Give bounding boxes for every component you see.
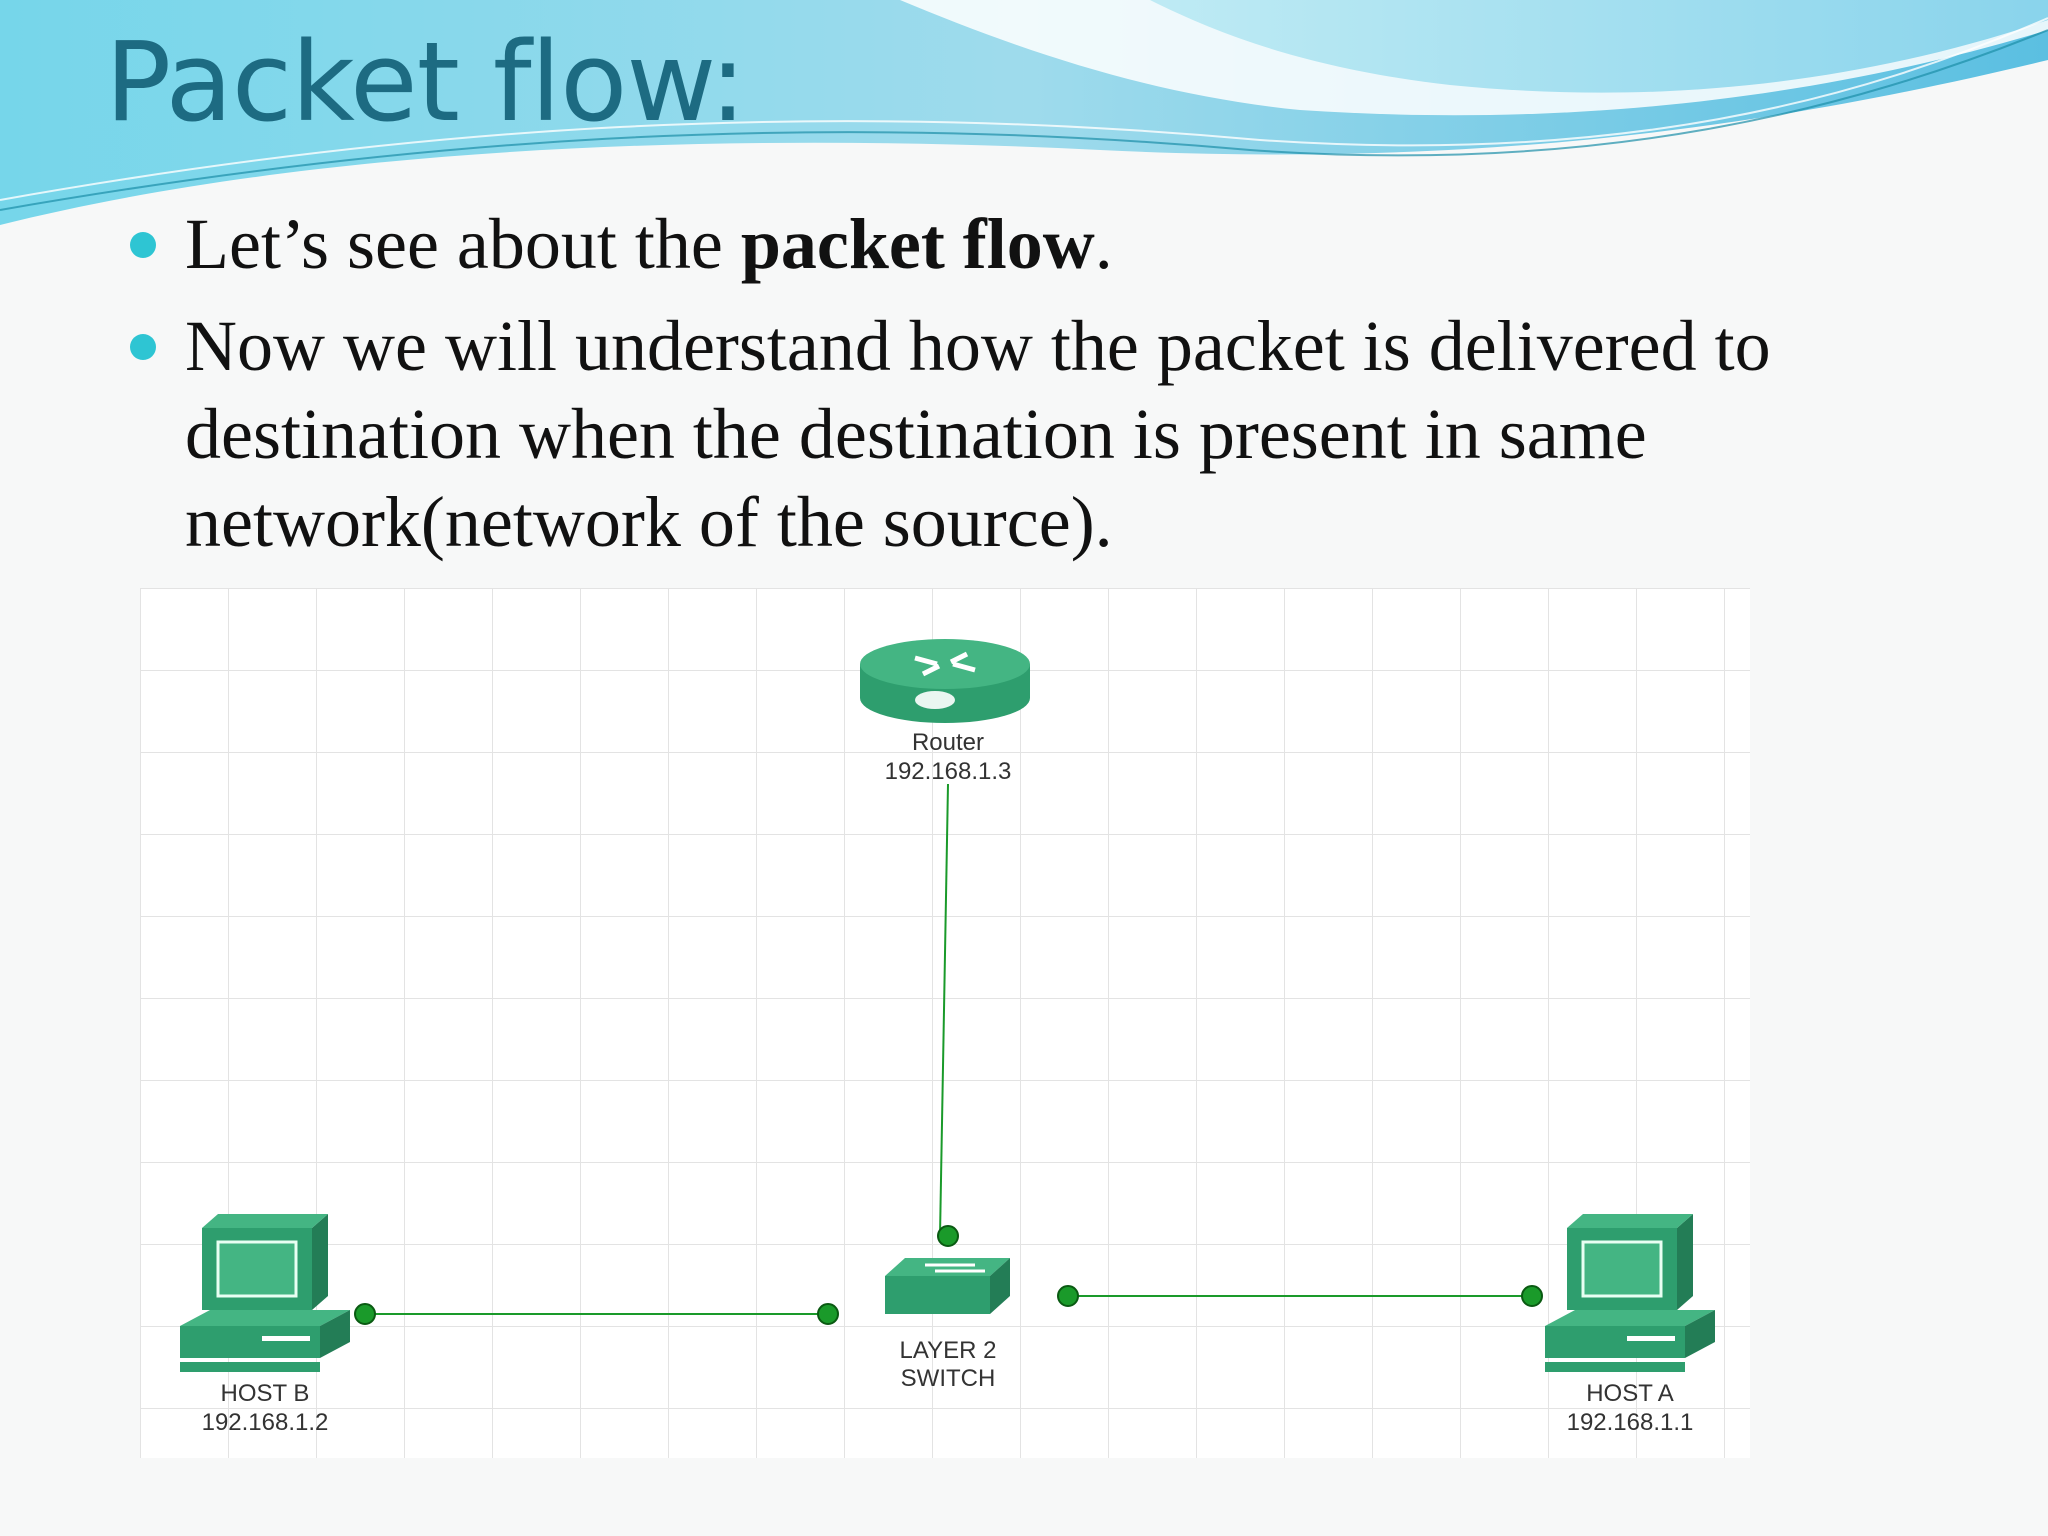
bullet-text: Now we will understand how the packet is… bbox=[185, 306, 1771, 562]
link-endpoint-icon bbox=[1057, 1285, 1079, 1307]
header-wave-decoration bbox=[0, 0, 2048, 225]
bullet-dot-icon bbox=[130, 334, 156, 360]
switch-label-line1: LAYER 2 bbox=[900, 1337, 997, 1364]
switch-icon bbox=[885, 1258, 1010, 1314]
router-name-label: Router bbox=[912, 729, 984, 756]
host-a-ip-label: 192.168.1.1 bbox=[1567, 1409, 1694, 1436]
bullet-text-end: . bbox=[1094, 204, 1113, 284]
host-b-ip-label: 192.168.1.2 bbox=[202, 1409, 329, 1436]
bullet-text: Let’s see about the bbox=[185, 204, 741, 284]
link-endpoint-icon bbox=[937, 1225, 959, 1247]
router-ip-label: 192.168.1.3 bbox=[885, 758, 1012, 785]
host-a-computer-icon bbox=[1545, 1214, 1715, 1372]
host-b-name-label: HOST B bbox=[221, 1380, 310, 1407]
bullet-bold-text: packet flow bbox=[740, 204, 1095, 284]
router-switch-link bbox=[939, 783, 949, 1237]
host-b-computer-icon bbox=[180, 1214, 350, 1372]
switch-label-line2: SWITCH bbox=[901, 1365, 996, 1392]
network-diagram: Router 192.168.1.3 LAYER 2 SWITCH HOST B… bbox=[140, 588, 1750, 1458]
bullet-item-2: Now we will understand how the packet is… bbox=[130, 302, 2010, 566]
bullet-list: Let’s see about the packet flow. Now we … bbox=[130, 200, 2010, 580]
slide-title: Packet flow: bbox=[105, 18, 746, 146]
bullet-dot-icon bbox=[130, 232, 156, 258]
link-endpoint-icon bbox=[354, 1303, 376, 1325]
link-endpoint-icon bbox=[817, 1303, 839, 1325]
router-icon bbox=[860, 639, 1030, 723]
link-endpoint-icon bbox=[1521, 1285, 1543, 1307]
host-a-name-label: HOST A bbox=[1586, 1380, 1674, 1407]
bullet-item-1: Let’s see about the packet flow. bbox=[130, 200, 2010, 288]
